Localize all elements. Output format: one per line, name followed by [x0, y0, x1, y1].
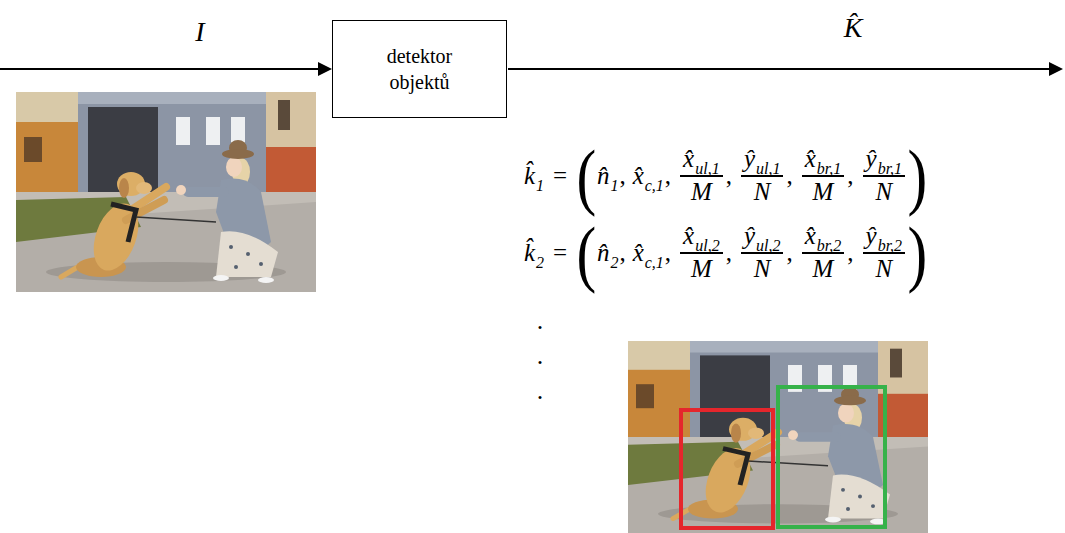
- math-symbol: M: [813, 254, 834, 284]
- subscript: 1: [610, 177, 618, 194]
- formula-row: k̂2=(n̂2,x̂c,1,x̂ul,2M,ŷul,2N,x̂br,2M,ŷb…: [524, 216, 928, 290]
- math-term: ŷul,2: [741, 222, 784, 252]
- math-term: n̂2: [597, 239, 619, 267]
- box-text: detektor objektů: [357, 43, 482, 95]
- comma: ,: [665, 239, 671, 267]
- math-symbol: x̂: [805, 145, 816, 172]
- ellipsis-dot: .: [537, 376, 544, 406]
- parenthesis: ): [908, 216, 928, 290]
- math-symbol: n̂: [597, 239, 610, 266]
- fraction: ŷbr,2N: [863, 222, 906, 284]
- subscript: 2: [536, 254, 544, 271]
- parenthesis: (: [577, 139, 597, 213]
- comma: ,: [786, 239, 792, 267]
- signal-label: K̂: [844, 12, 863, 44]
- ellipsis-dot: .: [537, 341, 544, 371]
- fraction: ŷbr,1N: [863, 145, 906, 207]
- math-term: ŷbr,2: [863, 222, 906, 252]
- subscript: br,2: [817, 237, 841, 254]
- ellipsis-dot: .: [537, 306, 544, 336]
- operator: =: [553, 162, 567, 190]
- dog-bounding-box: [681, 410, 773, 528]
- subscript: ul,1: [695, 160, 719, 177]
- comma: ,: [847, 162, 853, 190]
- math-symbol: x̂: [633, 239, 644, 266]
- fraction: x̂ul,2M: [680, 222, 723, 284]
- math-symbol: ŷ: [866, 222, 877, 249]
- math-term: ŷul,1: [741, 145, 784, 175]
- subscript: br,2: [878, 237, 902, 254]
- math-symbol: M: [691, 177, 712, 207]
- output-arrow-head: [1049, 62, 1063, 76]
- subscript: ul,2: [756, 237, 780, 254]
- fraction: ŷul,1N: [741, 145, 784, 207]
- math-term: x̂ul,2: [680, 222, 723, 252]
- formula-row: k̂1=(n̂1,x̂c,1,x̂ul,1M,ŷul,1N,x̂br,1M,ŷb…: [524, 139, 928, 213]
- math-symbol: ŷ: [744, 145, 755, 172]
- math-term: x̂br,2: [802, 222, 845, 252]
- math-symbol: k̂: [524, 239, 535, 266]
- comma: ,: [726, 239, 732, 267]
- input-arrow-head: [318, 62, 332, 76]
- math-term: k̂1: [524, 162, 544, 190]
- math-symbol: x̂: [683, 222, 694, 249]
- person-bounding-box: [778, 387, 885, 527]
- fraction: x̂ul,1M: [680, 145, 723, 207]
- subscript: ul,2: [695, 237, 719, 254]
- fraction: ŷul,2N: [741, 222, 784, 284]
- input-photo: [16, 92, 316, 292]
- math-term: x̂c,1: [633, 239, 664, 267]
- subscript: 2: [610, 254, 618, 271]
- math-symbol: N: [875, 254, 892, 284]
- comma: ,: [619, 239, 625, 267]
- operator: =: [553, 239, 567, 267]
- comma: ,: [786, 162, 792, 190]
- subscript: br,1: [878, 160, 902, 177]
- comma: ,: [847, 239, 853, 267]
- math-symbol: x̂: [633, 162, 644, 189]
- math-term: k̂2: [524, 239, 544, 267]
- math-term: n̂1: [597, 162, 619, 190]
- math-symbol: n̂: [597, 162, 610, 189]
- math-symbol: x̂: [805, 222, 816, 249]
- output-photo: [628, 341, 928, 533]
- parenthesis: (: [577, 216, 597, 290]
- signal-label: I: [195, 16, 204, 48]
- subscript: ul,1: [756, 160, 780, 177]
- math-symbol: x̂: [683, 145, 694, 172]
- comma: ,: [726, 162, 732, 190]
- math-term: x̂ul,1: [680, 145, 723, 175]
- math-term: ŷbr,1: [863, 145, 906, 175]
- comma: ,: [619, 162, 625, 190]
- fraction: x̂br,2M: [802, 222, 845, 284]
- math-term: x̂br,1: [802, 145, 845, 175]
- input-arrow-line: [0, 68, 320, 70]
- fraction: x̂br,1M: [802, 145, 845, 207]
- subscript: 1: [536, 177, 544, 194]
- math-term: x̂c,1: [633, 162, 664, 190]
- parenthesis: ): [908, 139, 928, 213]
- math-symbol: M: [813, 177, 834, 207]
- output-arrow-line: [508, 68, 1051, 70]
- math-symbol: M: [691, 254, 712, 284]
- math-symbol: ŷ: [744, 222, 755, 249]
- process-box: detektor objektů: [332, 20, 507, 118]
- subscript: br,1: [817, 160, 841, 177]
- math-symbol: N: [754, 254, 771, 284]
- subscript: c,1: [645, 254, 664, 271]
- comma: ,: [665, 162, 671, 190]
- math-symbol: N: [754, 177, 771, 207]
- subscript: c,1: [645, 177, 664, 194]
- math-symbol: ŷ: [866, 145, 877, 172]
- math-symbol: N: [875, 177, 892, 207]
- math-symbol: k̂: [524, 162, 535, 189]
